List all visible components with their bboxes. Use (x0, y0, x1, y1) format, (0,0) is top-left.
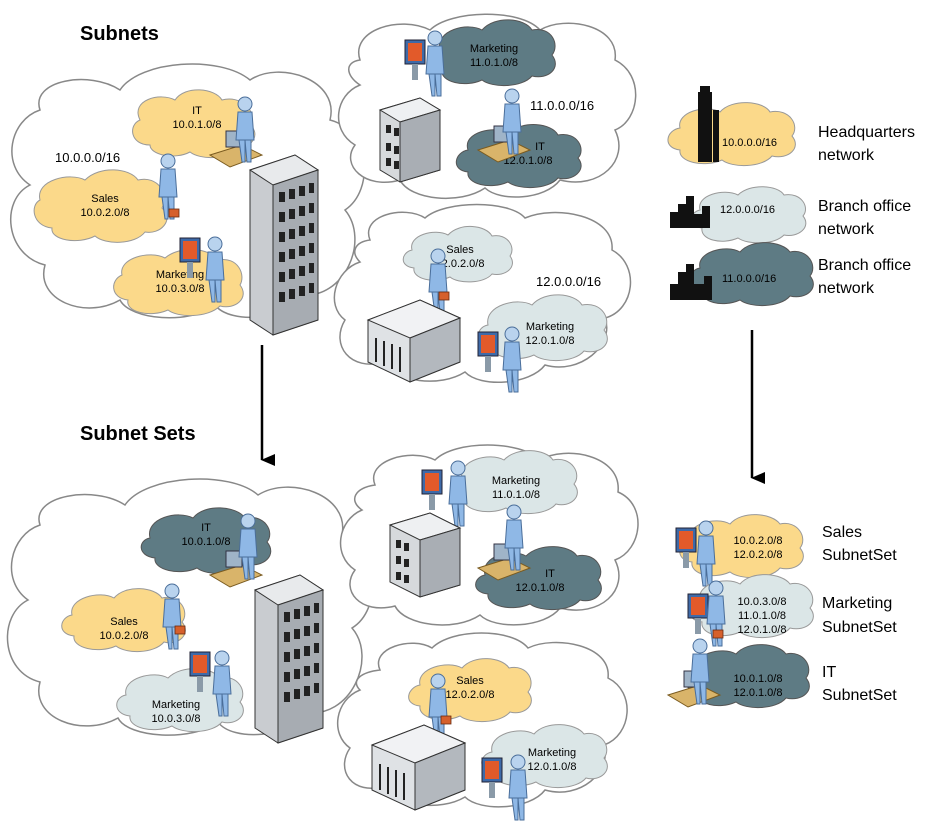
bottom-sales-address: 10.0.2.0/8 (100, 630, 149, 642)
branch2-sales-address: 12.0.2.0/8 (436, 258, 485, 270)
legend-sales-subnetset: 10.0.2.0/8 12.0.2.0/8 Sales SubnetSet (675, 514, 897, 587)
branch2-network-cloud-top: 12.0.0.0/16 Sales 12.0.2.0/8 Marketing 1… (333, 203, 632, 393)
bottom-branch2-marketing-label: Marketing (528, 747, 576, 759)
marketing-subnet-address: 10.0.3.0/8 (156, 283, 205, 295)
bottom-branch1-building-icon (388, 512, 462, 598)
bottom-sales-label: Sales (110, 616, 138, 628)
branch1-it-address: 12.0.1.0/8 (504, 155, 553, 167)
bottom-it-address: 10.0.1.0/8 (182, 536, 231, 548)
branch1-it-label: IT (535, 141, 545, 153)
legend-branch2-cloud-text: 11.0.0.0/16 (722, 273, 776, 285)
legend-sales-subnet-1: 10.0.2.0/8 (734, 535, 783, 547)
legend-branch1-line2: network (818, 221, 875, 238)
legend-sales-line1: Sales (822, 524, 862, 541)
hq-network-address: 10.0.0.0/16 (55, 150, 120, 165)
legend-branch2-line2: network (818, 280, 875, 297)
bottom-branch2-sales-address: 12.0.2.0/8 (446, 689, 495, 701)
branch1-network-cloud-bottom: Marketing 11.0.1.0/8 IT 12.0.1.0/8 (339, 444, 639, 626)
skyscraper-icon (698, 86, 719, 162)
branch1-marketing-label: Marketing (470, 43, 518, 55)
city-skyline-icon (670, 196, 710, 228)
bottom-marketing-cloud: Marketing 10.0.3.0/8 (116, 668, 244, 732)
bottom-branch2-sales-label: Sales (456, 675, 484, 687)
it-label: IT (192, 105, 202, 117)
legend-sales-subnet-2: 12.0.2.0/8 (734, 549, 783, 561)
legend-branch1-line1: Branch office (818, 198, 911, 215)
sales-subnet-cloud: Sales 10.0.2.0/8 (33, 169, 168, 243)
hq-network-cloud-bottom: IT 10.0.1.0/8 Sales 10.0.2.0/8 Marketing… (6, 478, 374, 744)
bottom-branch1-marketing-cloud: Marketing 11.0.1.0/8 (451, 450, 578, 514)
sales-worker-icon (696, 520, 716, 587)
legend-branch-network-1: 12.0.0.0/16 Branch office network (670, 186, 911, 244)
legend-it-subnet-1: 10.0.1.0/8 (734, 673, 783, 685)
legend-hq-cloud-text: 10.0.0.0/16 (722, 137, 777, 149)
subnets-heading: Subnets (80, 23, 159, 45)
branch2-building-icon (366, 299, 462, 383)
marketing-worker-icon (508, 754, 528, 821)
hq-network-cloud-top: 10.0.0.0/16 IT 10.0.1.0/8 Sales 10.0.2.0… (9, 63, 366, 336)
it-subnet-cloud: IT 10.0.1.0/8 (132, 89, 256, 158)
bottom-sales-cloud: Sales 10.0.2.0/8 (61, 588, 186, 652)
legend-branch-network-2: 11.0.0.0/16 Branch office network (670, 242, 911, 306)
branch1-building-icon (378, 97, 442, 183)
marketing-label: Marketing (156, 269, 204, 281)
city-skyline-icon (670, 264, 712, 300)
bottom-branch1-marketing-label: Marketing (492, 475, 540, 487)
briefcase-icon (440, 715, 452, 725)
branch2-marketing-label: Marketing (526, 321, 574, 333)
legend-it-subnetset: 10.0.1.0/8 12.0.1.0/8 IT SubnetSet (667, 638, 897, 708)
branch2-marketing-address: 12.0.1.0/8 (526, 335, 575, 347)
legend-sales-line2: SubnetSet (822, 547, 897, 564)
legend-marketing-subnet-3: 12.0.1.0/8 (738, 624, 787, 636)
briefcase-icon (174, 625, 186, 635)
hq-building-icon-bottom (253, 574, 325, 744)
it-subnet-address: 10.0.1.0/8 (173, 119, 222, 131)
legend-marketing-line1: Marketing (822, 595, 892, 612)
legend-marketing-line2: SubnetSet (822, 619, 897, 636)
legend-branch1-cloud-text: 12.0.0.0/16 (720, 204, 775, 216)
legend-it-line2: SubnetSet (822, 687, 897, 704)
bottom-branch1-it-label: IT (545, 568, 555, 580)
marketing-subnet-cloud: Marketing 10.0.3.0/8 (113, 249, 244, 316)
branch1-marketing-address: 11.0.1.0/8 (470, 57, 518, 69)
legend-hq-line2: network (818, 147, 875, 164)
bottom-branch2-marketing-address: 12.0.1.0/8 (528, 761, 577, 773)
bottom-marketing-address: 10.0.3.0/8 (152, 713, 201, 725)
legend-marketing-subnet-1: 10.0.3.0/8 (738, 596, 787, 608)
bottom-it-label: IT (201, 522, 211, 534)
branch1-network-cloud-top: 11.0.0.0/16 Marketing 11.0.1.0/8 IT 12.0… (338, 13, 637, 199)
legend-branch2-line1: Branch office (818, 257, 911, 274)
briefcase-icon (712, 629, 724, 639)
briefcase-icon (168, 208, 180, 218)
briefcase-icon (438, 291, 450, 301)
branch1-marketing-cloud: Marketing 11.0.1.0/8 (429, 19, 556, 86)
bottom-branch1-marketing-address: 11.0.1.0/8 (492, 489, 540, 501)
branch2-network-address: 12.0.0.0/16 (536, 274, 601, 289)
branch2-network-cloud-bottom: Sales 12.0.2.0/8 Marketing 12.0.1.0/8 (336, 632, 628, 821)
bottom-branch2-building-icon (370, 724, 467, 811)
branch1-it-cloud: IT 12.0.1.0/8 (455, 124, 582, 188)
bottom-branch1-it-address: 12.0.1.0/8 (516, 582, 565, 594)
legend-hq-line1: Headquarters (818, 124, 915, 141)
legend-it-line1: IT (822, 664, 836, 681)
hq-building-icon (248, 154, 320, 336)
bottom-marketing-label: Marketing (152, 699, 200, 711)
legend-it-subnet-2: 12.0.1.0/8 (734, 687, 783, 699)
subnet-sets-heading: Subnet Sets (80, 423, 196, 445)
legend-hq-network: 10.0.0.0/16 Headquarters network (667, 86, 915, 166)
branch1-network-address: 11.0.0.0/16 (530, 98, 594, 113)
sales-subnet-address: 10.0.2.0/8 (81, 207, 130, 219)
sales-label: Sales (91, 193, 119, 205)
legend-marketing-subnet-2: 11.0.1.0/8 (738, 610, 786, 622)
legend-marketing-subnetset: 10.0.3.0/8 11.0.1.0/8 12.0.1.0/8 Marketi… (687, 574, 897, 647)
branch2-sales-label: Sales (446, 244, 474, 256)
